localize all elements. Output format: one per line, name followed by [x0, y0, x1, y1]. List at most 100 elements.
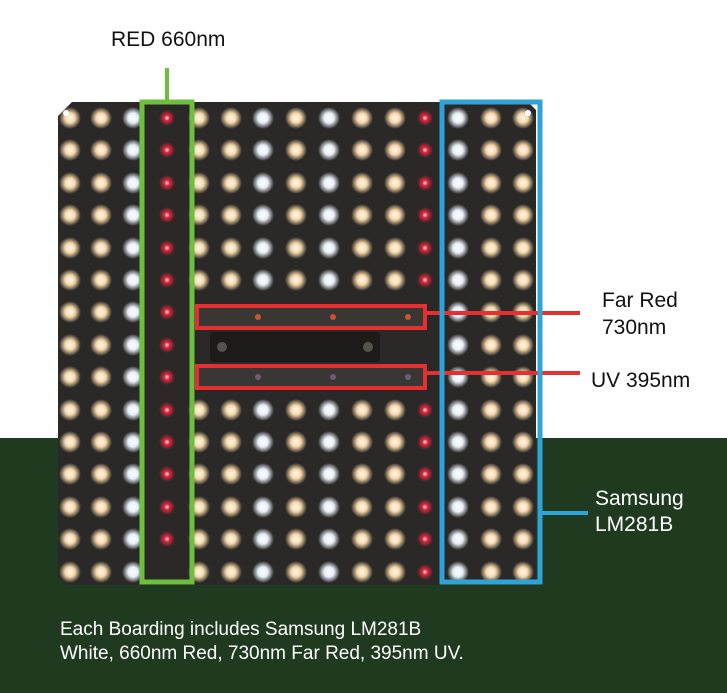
warm-white-led — [351, 107, 373, 129]
cool-white-led — [447, 107, 469, 129]
warm-white-led — [220, 172, 242, 194]
warm-white-led — [512, 204, 534, 226]
red-led — [159, 337, 175, 353]
warm-white-led — [90, 334, 112, 356]
warm-white-led — [220, 399, 242, 421]
red-led — [417, 272, 433, 288]
red-led — [417, 466, 433, 482]
caption-line2: White, 660nm Red, 730nm Far Red, 395nm U… — [60, 643, 464, 664]
warm-white-led — [220, 204, 242, 226]
red-led — [159, 531, 175, 547]
red-led — [159, 175, 175, 191]
cool-white-led — [318, 172, 340, 194]
uv-highlight-box — [195, 364, 427, 390]
warm-white-led — [351, 496, 373, 518]
warm-white-led — [480, 204, 502, 226]
warm-white-led — [220, 431, 242, 453]
red-column-box — [139, 99, 195, 585]
cool-white-led — [318, 463, 340, 485]
red-led — [417, 175, 433, 191]
red-led — [417, 142, 433, 158]
cool-white-led — [447, 172, 469, 194]
warm-white-led — [512, 496, 534, 518]
cool-white-led — [252, 496, 274, 518]
cool-white-led — [447, 561, 469, 583]
cool-white-led — [252, 204, 274, 226]
red-led — [159, 207, 175, 223]
red-660-label: RED 660nm — [111, 28, 226, 51]
cool-white-led — [252, 561, 274, 583]
warm-white-led — [59, 172, 81, 194]
warm-white-led — [285, 269, 307, 291]
red-led — [159, 272, 175, 288]
warm-white-led — [285, 237, 307, 259]
warm-white-led — [351, 431, 373, 453]
cool-white-led — [252, 463, 274, 485]
warm-white-led — [285, 399, 307, 421]
warm-white-led — [59, 269, 81, 291]
cool-white-led — [122, 172, 144, 194]
warm-white-led — [480, 399, 502, 421]
warm-white-led — [480, 107, 502, 129]
cool-white-led — [122, 334, 144, 356]
mount-hole — [63, 110, 69, 116]
warm-white-led — [285, 204, 307, 226]
red-led — [417, 564, 433, 580]
cool-white-led — [122, 301, 144, 323]
cool-white-led — [318, 269, 340, 291]
warm-white-led — [59, 366, 81, 388]
mount-bracket — [210, 332, 380, 362]
warm-white-led — [351, 172, 373, 194]
warm-white-led — [512, 463, 534, 485]
red-led — [417, 531, 433, 547]
red-led — [417, 240, 433, 256]
warm-white-led — [220, 528, 242, 550]
cool-white-led — [122, 431, 144, 453]
samsung-label-line1: Samsung — [595, 487, 684, 510]
warm-white-led — [480, 431, 502, 453]
warm-white-led — [59, 463, 81, 485]
far-red-led — [330, 314, 336, 320]
warm-white-led — [512, 399, 534, 421]
red-led — [159, 369, 175, 385]
cool-white-led — [122, 496, 144, 518]
warm-white-led — [220, 561, 242, 583]
red-led — [159, 142, 175, 158]
warm-white-led — [90, 204, 112, 226]
red-led — [417, 499, 433, 515]
warm-white-led — [480, 139, 502, 161]
cool-white-led — [318, 399, 340, 421]
warm-white-led — [90, 528, 112, 550]
warm-white-led — [90, 431, 112, 453]
warm-white-led — [512, 431, 534, 453]
cool-white-led — [122, 237, 144, 259]
warm-white-led — [384, 204, 406, 226]
warm-white-led — [220, 496, 242, 518]
cool-white-led — [252, 237, 274, 259]
uv-strip — [197, 366, 425, 388]
warm-white-led — [384, 172, 406, 194]
red-led — [159, 466, 175, 482]
warm-white-led — [512, 237, 534, 259]
far-red-led — [405, 314, 411, 320]
warm-white-led — [90, 496, 112, 518]
warm-white-led — [285, 172, 307, 194]
warm-white-led — [285, 496, 307, 518]
cool-white-led — [122, 528, 144, 550]
warm-white-led — [59, 528, 81, 550]
cool-white-led — [318, 496, 340, 518]
red-led — [159, 110, 175, 126]
warm-white-led — [480, 496, 502, 518]
warm-white-led — [384, 269, 406, 291]
cool-white-led — [318, 107, 340, 129]
warm-white-led — [480, 334, 502, 356]
uv-led — [330, 374, 336, 380]
warm-white-led — [480, 463, 502, 485]
warm-white-led — [384, 431, 406, 453]
cool-white-led — [122, 269, 144, 291]
warm-white-led — [59, 399, 81, 421]
warm-white-led — [90, 399, 112, 421]
warm-white-led — [285, 107, 307, 129]
cool-white-led — [252, 431, 274, 453]
red-led — [159, 434, 175, 450]
